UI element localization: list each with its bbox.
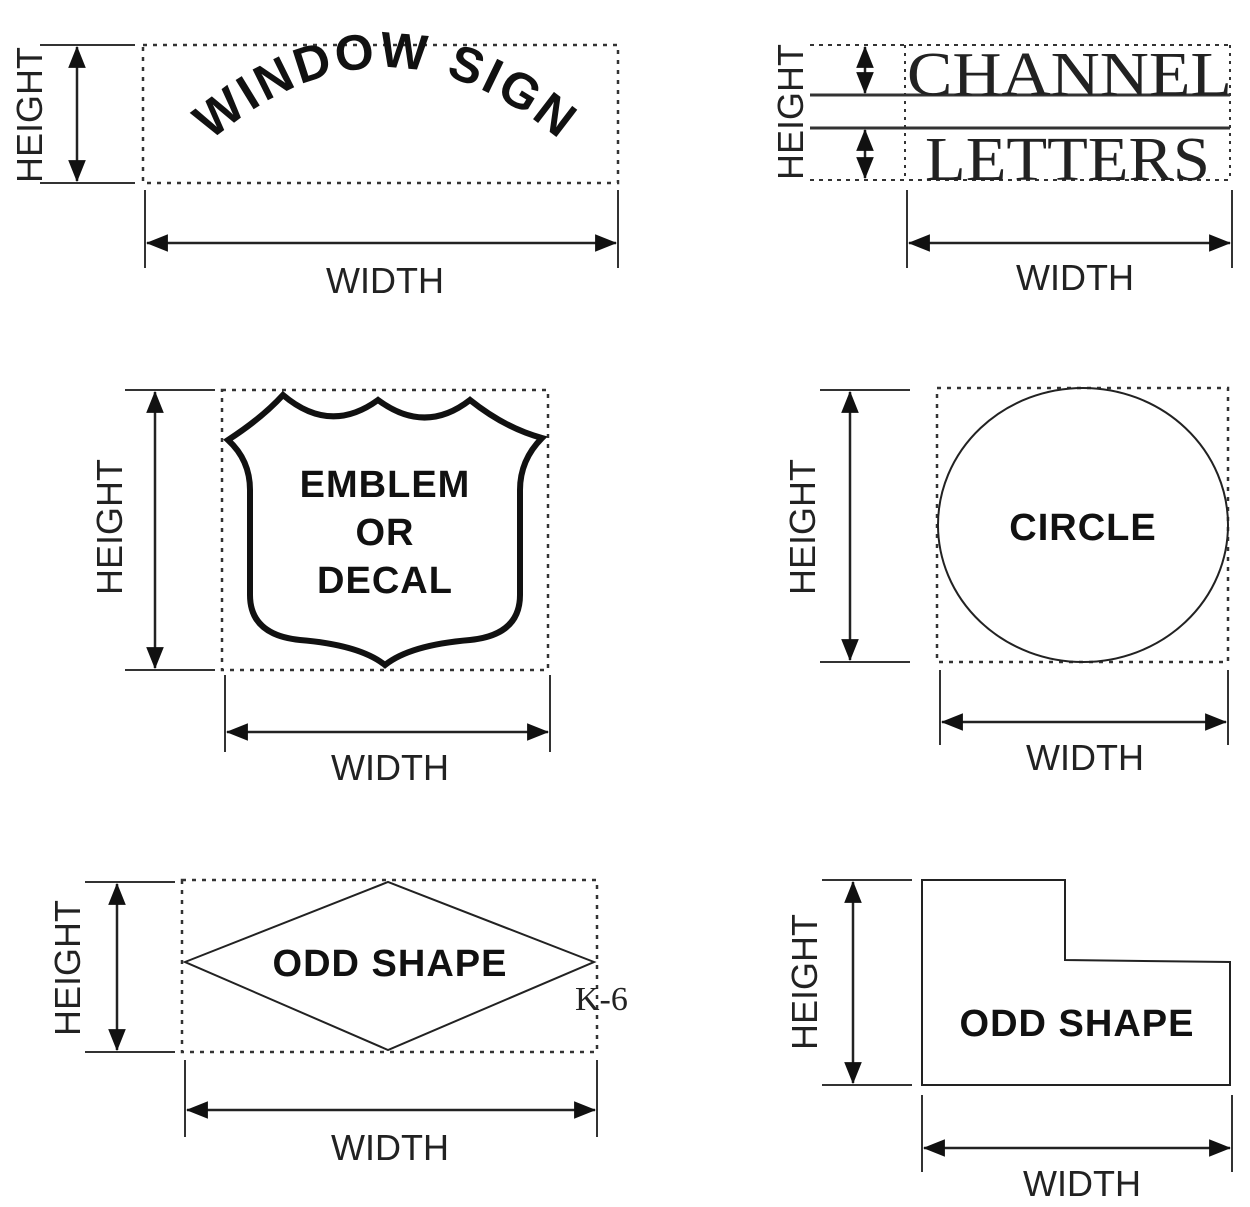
height-label: HEIGHT [47,900,88,1036]
panel-odd-shape-notched: HEIGHT ODD SHAPE WIDTH [784,879,1233,1204]
height-label: HEIGHT [782,459,823,595]
bounding-box [180,878,599,1054]
letters-text: LETTERS [925,126,1210,194]
panel-window-sign: HEIGHT WIDTH WINDOW SIGN [9,21,620,301]
width-label: WIDTH [331,1127,449,1168]
emblem-line-3: DECAL [317,560,453,602]
height-label: HEIGHT [784,914,825,1050]
panel-circle: HEIGHT CIRCLE WIDTH [782,386,1230,778]
window-sign-text: WINDOW SIGN [183,21,586,149]
window-sign-label: WINDOW SIGN [183,21,589,149]
width-label: WIDTH [1023,1163,1141,1204]
width-label: WIDTH [1016,257,1134,298]
figure-code: K-6 [575,981,628,1018]
channel-text: CHANNEL [907,41,1232,109]
circle-shape [937,387,1229,663]
emblem-shield-shape [223,390,548,669]
width-label: WIDTH [331,747,449,788]
height-label: HEIGHT [9,47,50,183]
panel-odd-shape-diamond: HEIGHT ODD SHAPE K-6 WIDTH [47,878,628,1168]
odd-shape-label: ODD SHAPE [960,1003,1195,1045]
bounding-box [220,388,550,672]
panel-channel-letters: HEIGHT CHANNEL LETTERS WIDTH [770,41,1233,298]
panel-emblem: HEIGHT EMBLEM OR DECAL WIDTH [89,388,551,788]
diamond-shape [182,880,597,1052]
height-label: HEIGHT [770,44,811,180]
width-label: WIDTH [1026,737,1144,778]
emblem-line-2: OR [356,512,415,554]
emblem-line-1: EMBLEM [300,464,471,506]
width-label: WIDTH [326,260,444,301]
height-label: HEIGHT [89,459,130,595]
bounding-box [141,43,620,185]
circle-label: CIRCLE [1009,507,1156,549]
notched-shape [921,879,1231,1086]
odd-shape-label: ODD SHAPE [273,943,508,985]
